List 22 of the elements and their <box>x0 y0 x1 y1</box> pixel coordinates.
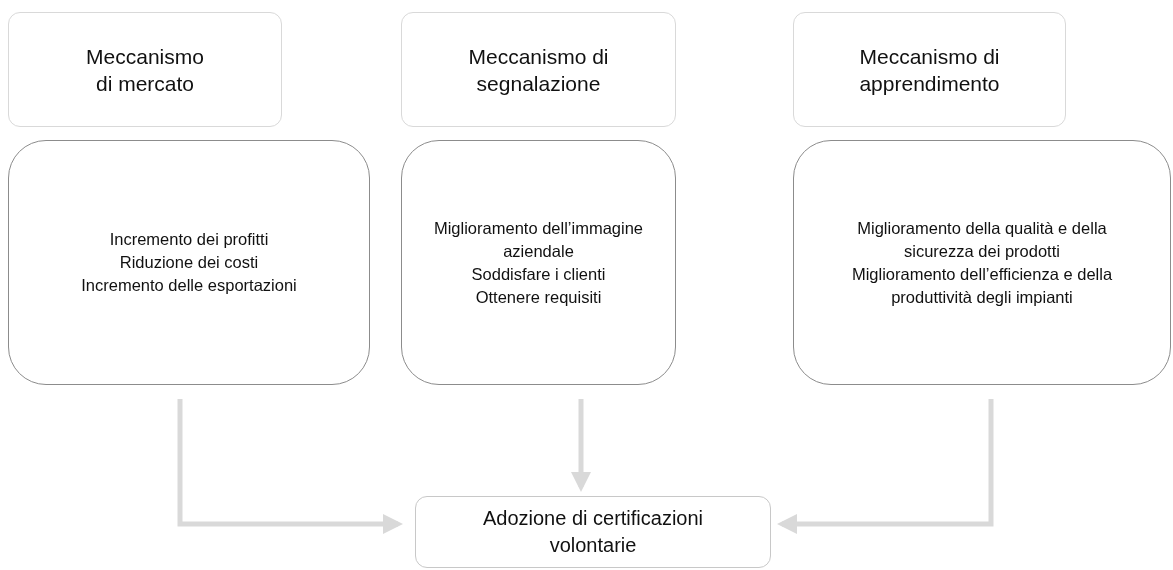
benefit-text: Ottenere requisiti <box>475 286 602 308</box>
content-box <box>401 140 676 385</box>
benefit-text: Miglioramento dell’immagine aziendale <box>432 217 645 262</box>
result-text: Adozione di certificazioni volontarie <box>481 506 705 558</box>
benefit-text: Incremento delle esportazioni <box>81 275 297 296</box>
benefit-text: Miglioramento dell’efficienza e della produttività degli impianti <box>850 263 1114 308</box>
content-box <box>793 140 1171 385</box>
benefit-text: Riduzione dei costi <box>119 252 259 273</box>
benefit-text: Soddisfare i clienti <box>471 263 606 285</box>
content-box <box>8 140 370 385</box>
benefit-text: Miglioramento della qualità e della sicurezza dei prodotti <box>856 217 1108 262</box>
mechanism-title: Meccanismo di mercato <box>85 43 205 97</box>
mechanism-title: Meccanismo di apprendimento <box>858 43 1001 97</box>
arrow <box>777 399 994 534</box>
header-box <box>8 12 282 127</box>
mechanism-title: Meccanismo di segnalazione <box>467 43 610 97</box>
arrow <box>571 399 591 492</box>
header-box <box>401 12 676 127</box>
header-box <box>793 12 1066 127</box>
result-box <box>415 496 771 568</box>
arrow <box>177 399 403 534</box>
benefit-text: Incremento dei profitti <box>109 229 269 250</box>
